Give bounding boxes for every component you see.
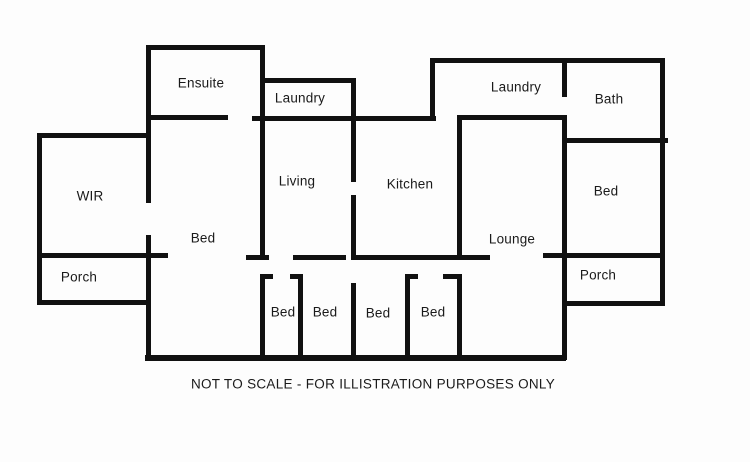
room-label-bed-small-3: Bed <box>365 305 391 321</box>
wall-lounge-top <box>457 115 566 120</box>
room-label-ensuite: Ensuite <box>177 75 225 91</box>
wall-hall-top-a <box>293 255 346 260</box>
wall-laundry-left-top <box>262 78 356 83</box>
disclaimer-text: NOT TO SCALE - FOR ILLISTRATION PURPOSES… <box>190 376 556 392</box>
wall-wir-left <box>37 133 42 305</box>
room-label-bed-master: Bed <box>190 230 216 246</box>
wall-porch-right-top <box>543 253 663 258</box>
wall-porch-right-bottom <box>562 301 663 306</box>
wall-ensuite-right <box>260 45 265 260</box>
room-label-bed-small-2: Bed <box>312 304 338 320</box>
room-label-kitchen: Kitchen <box>386 176 434 192</box>
room-label-porch-left: Porch <box>60 269 98 285</box>
room-label-laundry-right: Laundry <box>490 79 542 95</box>
wall-porch-left-bottom <box>37 300 150 305</box>
wall-living-kitchen-lower <box>351 195 356 260</box>
room-label-laundry-left: Laundry <box>274 90 326 106</box>
wall-bed4-left <box>405 274 410 360</box>
room-label-wir: WIR <box>76 188 104 204</box>
wall-wir-top <box>37 133 150 138</box>
wall-living-kitchen-upper <box>351 78 356 182</box>
wall-living-top <box>252 116 436 121</box>
wall-bed4-door-jamb-right <box>443 274 461 279</box>
room-label-lounge: Lounge <box>488 231 536 247</box>
wall-bed1-door-jamb-right <box>290 274 303 279</box>
room-label-living: Living <box>278 173 316 189</box>
room-label-bed-small-4: Bed <box>420 304 446 320</box>
wall-west-wall-upper <box>146 45 151 203</box>
wall-laundry-bath-divider <box>562 58 567 97</box>
room-label-bath: Bath <box>594 91 624 107</box>
wall-ensuite-bottom <box>148 115 228 120</box>
wall-bed2-right <box>351 283 356 360</box>
wall-west-wall-lower <box>146 235 151 360</box>
wall-hall-top-foot <box>246 255 269 260</box>
wall-bed1-left <box>260 274 265 360</box>
wall-hall-top-b <box>354 255 490 260</box>
wall-north-east-top <box>430 58 665 63</box>
wall-kitchen-lounge-divider <box>457 115 462 260</box>
wall-bed1-door-jamb-left <box>261 274 273 279</box>
room-label-bed-right: Bed <box>593 183 619 199</box>
wall-bath-bottom <box>562 138 668 143</box>
wall-east-outer-wall <box>660 58 665 306</box>
wall-ensuite-top <box>146 45 264 50</box>
wall-bed4-right <box>457 274 462 360</box>
wall-east-inner-wall <box>562 115 567 360</box>
room-label-bed-small-1: Bed <box>270 304 296 320</box>
wall-porch-left-top <box>37 253 168 258</box>
wall-bed1-right <box>298 274 303 360</box>
wall-laundry-right-step <box>430 58 435 120</box>
wall-bed4-door-jamb-left <box>405 274 418 279</box>
room-label-porch-right: Porch <box>579 267 617 283</box>
